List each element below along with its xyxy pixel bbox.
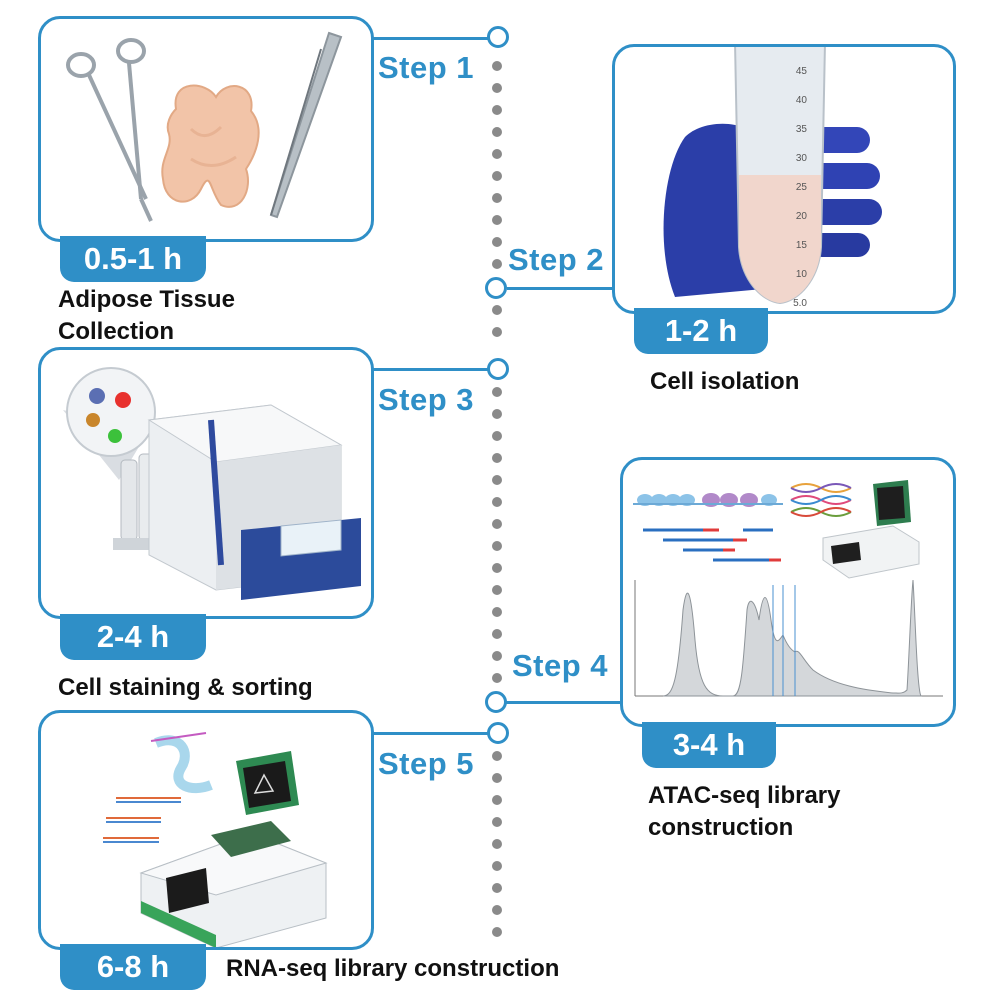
- step1-card: [38, 16, 374, 242]
- step1-caption-line1: Adipose Tissue: [58, 286, 235, 313]
- tube-mark: 15: [795, 240, 807, 251]
- step5-duration-badge: 6-8 h: [60, 944, 206, 990]
- timeline-node-step3: [487, 358, 509, 380]
- step4-label: Step 4: [512, 648, 609, 683]
- step5-label: Step 5: [378, 746, 475, 781]
- atac-seq-illustration: [633, 480, 943, 697]
- tube-mark: 30: [795, 153, 807, 164]
- centrifuge-tube-illustration: [663, 47, 882, 305]
- adipose-tissue-icon: [161, 84, 260, 208]
- step3-duration-badge: 2-4 h: [60, 614, 206, 660]
- timeline-node-step1: [487, 26, 509, 48]
- tube-mark: 20: [795, 211, 807, 222]
- tube-mark: 40: [795, 95, 807, 106]
- rna-seq-illustration: [103, 732, 328, 947]
- cdna-strands-icon: [103, 797, 181, 843]
- nucleosome-array-icon: [633, 493, 783, 507]
- timeline-node-step2: [485, 277, 507, 299]
- step1-duration-badge: 0.5-1 h: [60, 236, 206, 282]
- timeline-node-step4: [485, 691, 507, 713]
- tube-mark: 45: [795, 66, 807, 77]
- sorter-instrument-icon: [147, 404, 361, 600]
- dna-fragments-icon: [643, 528, 781, 562]
- connector-step4: [505, 701, 623, 704]
- step2-card: 45 40 35 30 25 20 15 10 5.0: [612, 44, 956, 314]
- thermal-cycler-icon: [139, 751, 328, 947]
- step1-caption-line2: Collection: [58, 318, 175, 345]
- surgical-tools-illustration: [66, 31, 343, 222]
- rna-strand-icon: [150, 732, 213, 794]
- connector-step2: [507, 287, 615, 290]
- step5-card: [38, 710, 374, 950]
- step2-caption-line1: Cell isolation: [650, 368, 800, 395]
- tube-icon: [734, 47, 826, 305]
- pcr-machine-icon: [822, 480, 920, 579]
- tube-mark: 10: [795, 269, 807, 280]
- hemostat-icon: [66, 38, 153, 222]
- connector-step1: [372, 37, 490, 40]
- step3-card: [38, 347, 374, 619]
- step2-duration-badge: 1-2 h: [634, 308, 768, 354]
- step4-duration-badge: 3-4 h: [642, 722, 776, 768]
- tube-mark: 25: [795, 182, 807, 193]
- tube-scale: 45 40 35 30 25 20 15 10 5.0: [767, 57, 807, 311]
- step2-label: Step 2: [508, 242, 605, 277]
- step5-caption-line1: RNA-seq library construction: [226, 955, 560, 982]
- timeline-node-step5: [487, 722, 509, 744]
- step4-caption-line2: construction: [648, 814, 794, 841]
- step4-card: [620, 457, 956, 727]
- connector-step5: [372, 732, 490, 735]
- tube-mark: 5.0: [793, 298, 807, 309]
- tweezers-icon: [269, 31, 343, 219]
- dna-helix-icon: [790, 483, 852, 517]
- connector-step3: [372, 368, 490, 371]
- cell-sorter-illustration: [63, 367, 361, 600]
- step1-label: Step 1: [378, 50, 475, 85]
- step3-label: Step 3: [378, 382, 475, 417]
- step4-caption-line1: ATAC-seq library: [648, 782, 841, 809]
- step3-caption-line1: Cell staining & sorting: [58, 674, 313, 701]
- tube-mark: 35: [795, 124, 807, 135]
- fragment-size-plot: [634, 579, 943, 697]
